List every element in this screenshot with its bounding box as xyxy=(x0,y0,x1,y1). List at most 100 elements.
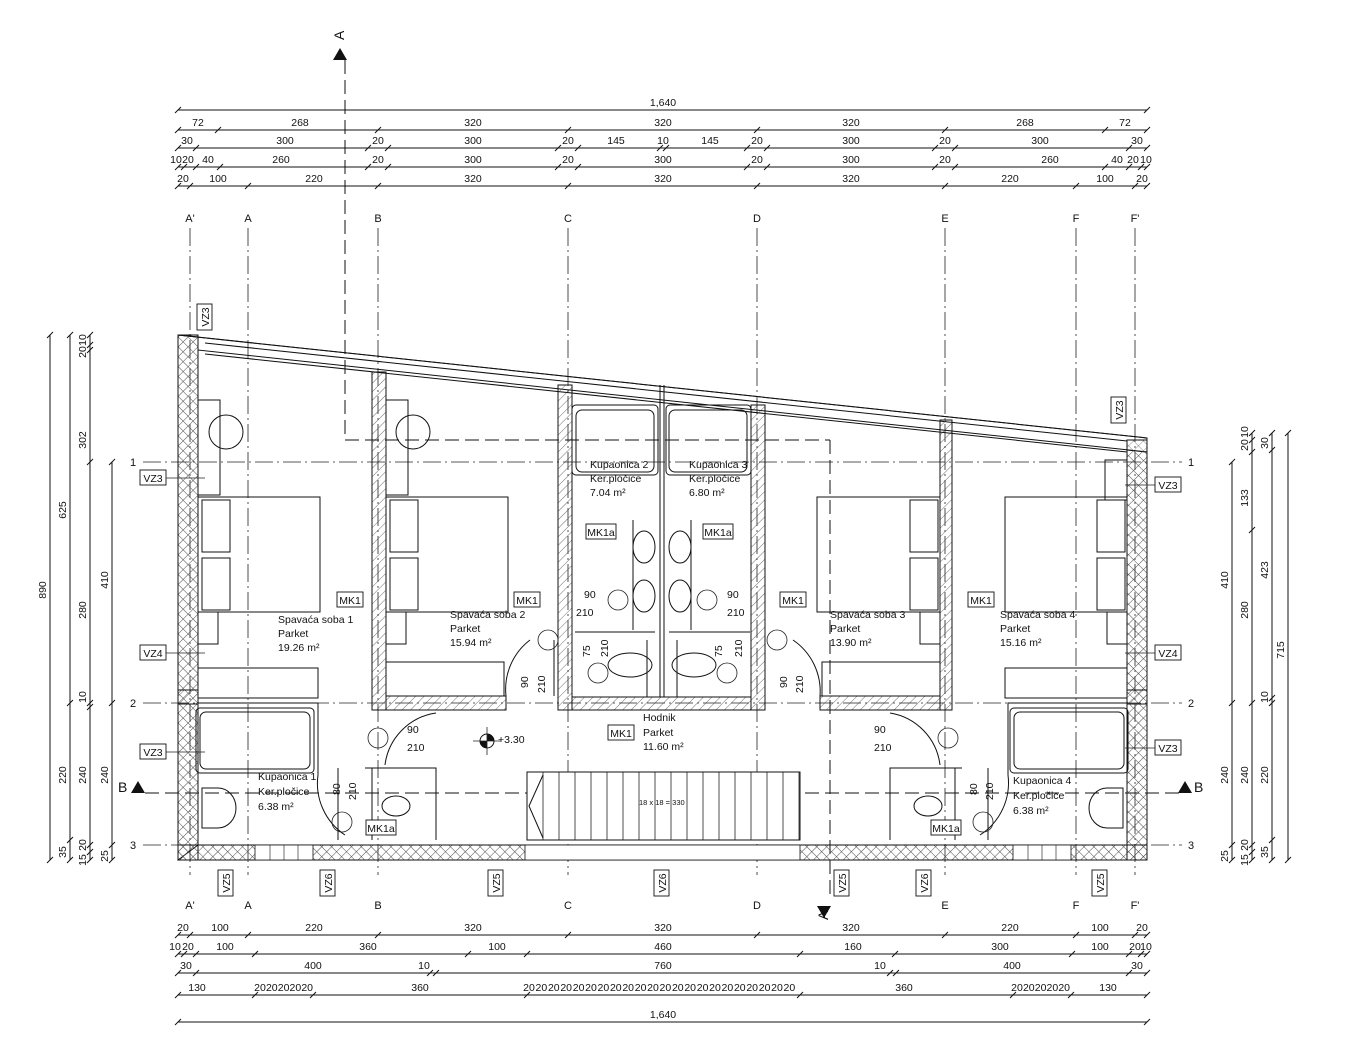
dimension-tick xyxy=(374,931,382,939)
dimension-tick xyxy=(1268,836,1276,844)
grid-column-label-bottom: F' xyxy=(1131,900,1140,912)
tag-label: VZ5 xyxy=(491,873,503,892)
dimension-tick xyxy=(244,931,252,939)
dimension-label: 10 xyxy=(657,135,669,147)
dimension-tick xyxy=(1125,144,1133,152)
dimension-tick xyxy=(309,991,317,999)
dimension-label: 320 xyxy=(464,117,482,129)
dimension-tick xyxy=(1248,841,1256,849)
svg-text:90: 90 xyxy=(778,676,790,688)
room-area: 11.60 m² xyxy=(643,741,684,753)
room-name: Hodnik xyxy=(643,712,676,724)
grid-column-label-top: B xyxy=(374,213,381,225)
dimension-label: 10 xyxy=(1239,426,1251,438)
dimension-tick xyxy=(1143,106,1151,114)
dimension-tick xyxy=(523,991,531,999)
dimension-label: 20 xyxy=(182,941,194,953)
dimension-tick xyxy=(1125,950,1133,958)
dimension-tick xyxy=(180,950,188,958)
dimension-tick xyxy=(1248,436,1256,444)
dimension-tick xyxy=(564,126,572,134)
dimension-label: 160 xyxy=(844,941,862,953)
dimension-label: 300 xyxy=(1031,135,1049,147)
tag-vz5: VZ5 xyxy=(833,869,850,897)
dimension-tick xyxy=(753,126,761,134)
dimension-tick xyxy=(174,163,182,171)
dimension-label: 220 xyxy=(57,766,69,784)
dimension-label: 10 xyxy=(77,334,89,346)
dimension-label: 20 xyxy=(548,982,560,994)
dimension-label: 100 xyxy=(488,941,506,953)
dimension-tick xyxy=(1248,856,1256,864)
dimension-tick xyxy=(1268,429,1276,437)
dimension-label: 20 xyxy=(784,982,796,994)
room-name: Spavaća soba 2 xyxy=(450,609,525,621)
dimension-tick xyxy=(1228,841,1236,849)
dimension-label: 130 xyxy=(188,982,206,994)
dimension-tick xyxy=(86,856,94,864)
dimension-tick xyxy=(180,163,188,171)
dimension-label: 20 xyxy=(610,982,622,994)
tag-label: MK1 xyxy=(970,595,992,607)
dimension-tick xyxy=(86,346,94,354)
tag-vz6: VZ6 xyxy=(915,869,932,897)
dimension-tick xyxy=(662,144,670,152)
svg-text:90: 90 xyxy=(519,676,531,688)
dimension-tick xyxy=(941,931,949,939)
svg-text:210: 210 xyxy=(407,742,425,754)
dimension-label: 20 xyxy=(1136,922,1148,934)
dimension-label: 890 xyxy=(37,581,49,599)
dimension-tick xyxy=(564,931,572,939)
tag-vz3: VZ3 xyxy=(1154,739,1182,756)
dimension-label: 100 xyxy=(211,922,229,934)
tag-label: VZ6 xyxy=(919,873,931,892)
grid-column-label-top: A xyxy=(244,213,252,225)
dimension-label: 30 xyxy=(1131,960,1143,972)
dimension-tick xyxy=(1143,144,1151,152)
dimension-tick xyxy=(374,126,382,134)
room-name: Spavaća soba 4 xyxy=(1000,609,1075,621)
dimension-label: 20 xyxy=(536,982,548,994)
room-name: Kupaonica 4 xyxy=(1013,775,1072,787)
grid-column-label-bottom: A' xyxy=(185,900,194,912)
dimension-tick xyxy=(951,163,959,171)
dimension-label: 300 xyxy=(842,154,860,166)
dimension-label: 20 xyxy=(1127,154,1139,166)
dimension-tick xyxy=(574,163,582,171)
room-name: Spavaća soba 3 xyxy=(830,609,905,621)
dimension-label: 220 xyxy=(305,922,323,934)
dimension-label: 268 xyxy=(291,117,309,129)
tag-vz3: VZ3 xyxy=(139,469,167,486)
dimension-label: 260 xyxy=(272,154,290,166)
room-area: 6.80 m² xyxy=(689,487,725,499)
dimension-tick xyxy=(931,163,939,171)
dimension-label: 410 xyxy=(99,571,111,589)
dimension-label: 25 xyxy=(99,850,111,862)
dimension-label: 130 xyxy=(1099,982,1117,994)
dimension-tick xyxy=(1143,182,1151,190)
dimension-label: 20 xyxy=(759,982,771,994)
dimension-label: 20 xyxy=(290,982,302,994)
dimension-label: 1,640 xyxy=(650,97,676,109)
tag-vz4: VZ4 xyxy=(139,644,167,661)
dimension-label: 15 xyxy=(77,854,89,866)
dimension-tick xyxy=(86,848,94,856)
dimension-label: 20 xyxy=(771,982,783,994)
dimension-tick xyxy=(891,950,899,958)
room-name: Kupaonica 2 xyxy=(590,459,649,471)
svg-text:210: 210 xyxy=(599,639,611,657)
svg-text:90: 90 xyxy=(584,589,596,601)
dimension-tick xyxy=(192,144,200,152)
dimension-label: 10 xyxy=(418,960,430,972)
tag-label: MK1 xyxy=(339,595,361,607)
dimension-label: 20 xyxy=(177,922,189,934)
dimension-label: 300 xyxy=(276,135,294,147)
dimension-label: 30 xyxy=(180,960,192,972)
grid-row-label-left: 3 xyxy=(130,840,136,852)
dimension-tick xyxy=(108,841,116,849)
dimension-tick xyxy=(66,836,74,844)
